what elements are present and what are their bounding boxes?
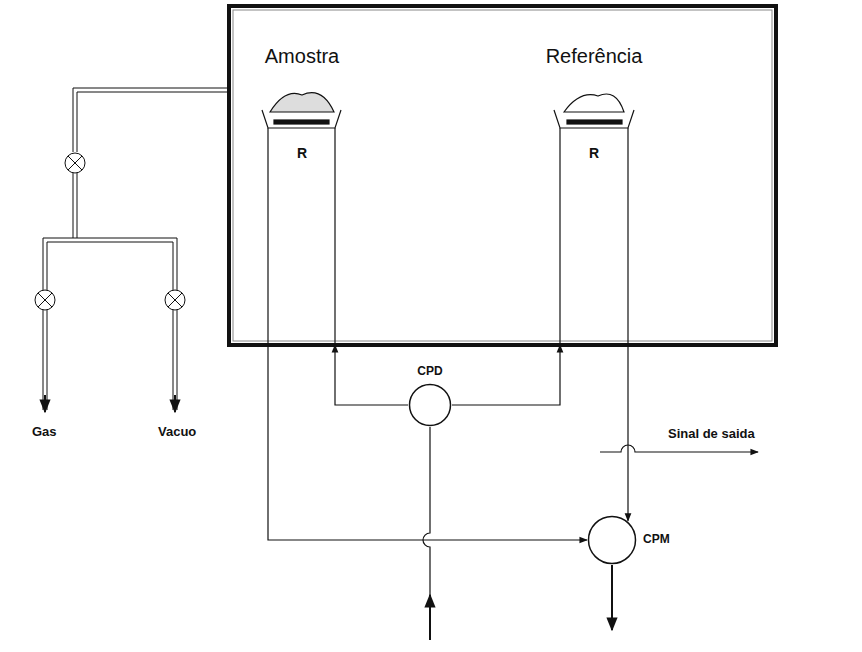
differential-controller: CPD bbox=[408, 383, 452, 427]
part-label: CPM bbox=[643, 532, 670, 546]
mean-controller: CPM bbox=[587, 515, 637, 565]
signal-line bbox=[268, 345, 587, 540]
signal-wires bbox=[423, 427, 758, 640]
sample-holder: AmostraR bbox=[243, 45, 361, 345]
part-label: Referência bbox=[535, 45, 653, 68]
controller-circle bbox=[408, 383, 452, 427]
signal-label: Sinal de saida bbox=[668, 426, 755, 441]
chamber-wall bbox=[229, 6, 776, 345]
signal-line bbox=[335, 345, 408, 405]
reference-holder bbox=[554, 94, 634, 345]
controller-circle bbox=[587, 515, 637, 565]
chamber-inner bbox=[233, 10, 772, 341]
signal-line bbox=[452, 345, 560, 405]
vacuum-label: Vacuo bbox=[158, 424, 196, 439]
part-label: Amostra bbox=[243, 45, 361, 68]
part-label: CPD bbox=[398, 364, 462, 378]
signal-line bbox=[627, 345, 628, 521]
gas-piping bbox=[35, 88, 229, 412]
sample-holder bbox=[262, 93, 341, 345]
gas-label: Gas bbox=[32, 424, 57, 439]
reference-holder: ReferênciaR bbox=[535, 45, 653, 345]
resistor-label: R bbox=[243, 145, 361, 161]
resistor-label: R bbox=[535, 145, 653, 161]
